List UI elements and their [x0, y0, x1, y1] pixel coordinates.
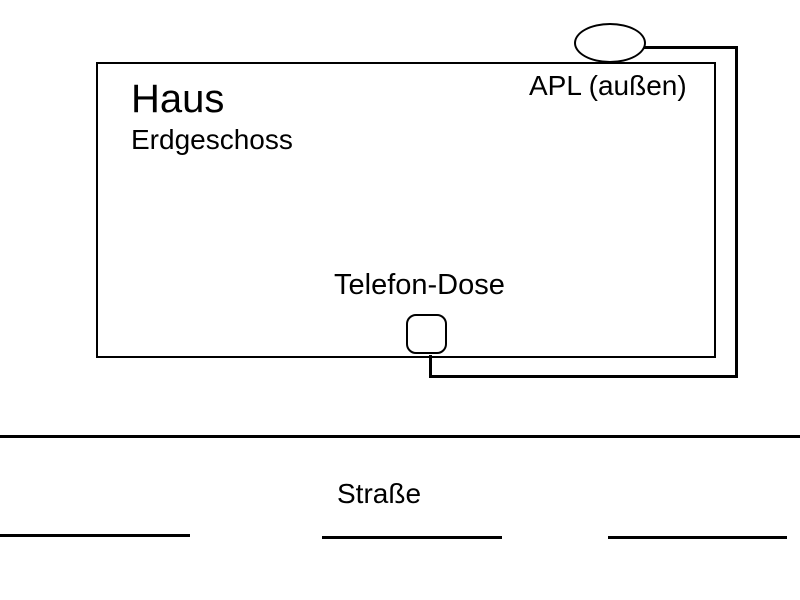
apl-ellipse	[574, 23, 646, 63]
telefon-dose-box	[406, 314, 447, 354]
cable-segment-bottom	[429, 375, 738, 378]
street-edge-line	[0, 435, 800, 438]
apl-label: APL (außen)	[529, 70, 687, 101]
cable-segment-right	[735, 46, 738, 378]
house-outline	[96, 62, 716, 358]
street-label: Straße	[337, 478, 422, 509]
house-title: Haus	[131, 77, 225, 121]
lane-marking	[322, 536, 502, 539]
telefon-dose-label: Telefon-Dose	[334, 269, 505, 301]
cable-segment-drop	[429, 355, 432, 378]
lane-marking	[608, 536, 787, 539]
cable-segment-top	[644, 46, 738, 49]
house-subtitle: Erdgeschoss	[131, 124, 293, 155]
lane-marking	[0, 534, 190, 537]
